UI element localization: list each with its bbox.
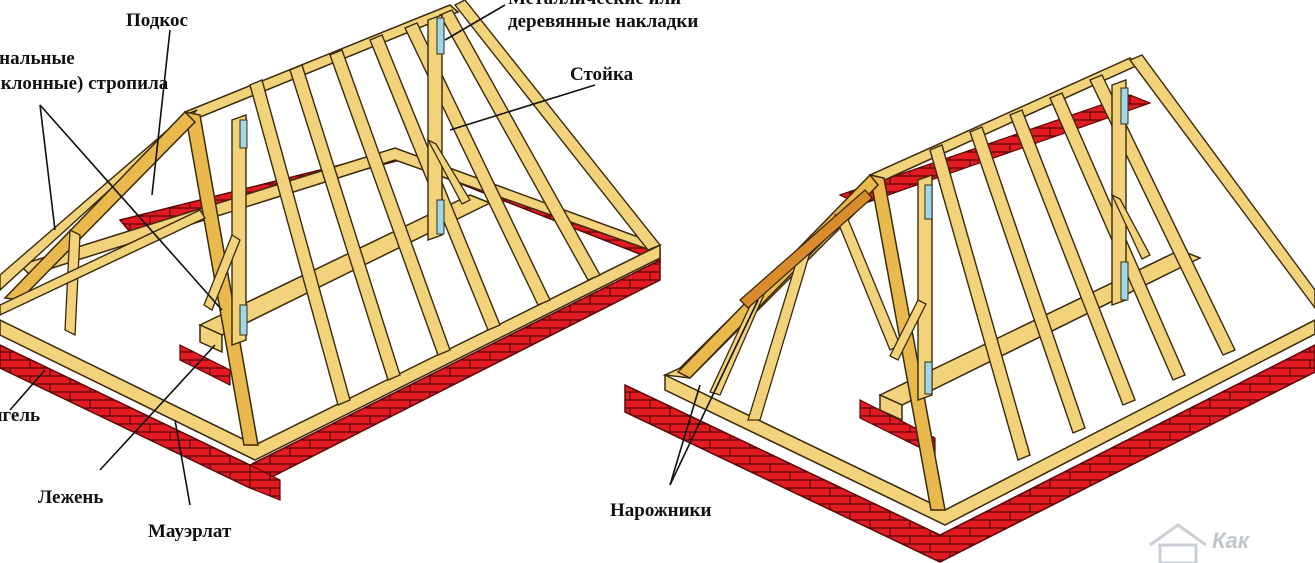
label-podkos: Подкос	[126, 10, 188, 31]
label-plates-line1: Металлические или	[508, 0, 681, 9]
label-rigel: Ригель	[0, 405, 40, 426]
left-struts	[64, 138, 471, 337]
left-rigel	[0, 209, 207, 316]
label-lezhen: Лежень	[38, 487, 103, 508]
label-mauerlat: Мауэрлат	[148, 521, 232, 542]
house-logo-icon	[1149, 523, 1207, 563]
label-narozhniki: Нарожники	[610, 500, 711, 521]
leader-lines	[9, 4, 759, 506]
watermark-text: Как	[1212, 528, 1251, 553]
right-struts	[889, 193, 1151, 361]
left-roof-structure	[0, 0, 662, 501]
right-posts	[917, 79, 1127, 401]
right-roof-structure	[624, 54, 1315, 563]
left-connection-plates	[239, 17, 445, 336]
label-diagonal-rafters-line1: Диагональные	[0, 48, 75, 69]
right-accent-beam	[739, 189, 873, 309]
right-connection-plates	[924, 87, 1129, 395]
label-plates-line2: деревянные накладки	[508, 11, 698, 32]
label-diagonal-rafters-line2: (наклонные) стропила	[0, 73, 169, 94]
watermark: Как	[1149, 523, 1251, 563]
label-stoyka: Стойка	[570, 64, 634, 85]
left-posts	[231, 14, 443, 346]
